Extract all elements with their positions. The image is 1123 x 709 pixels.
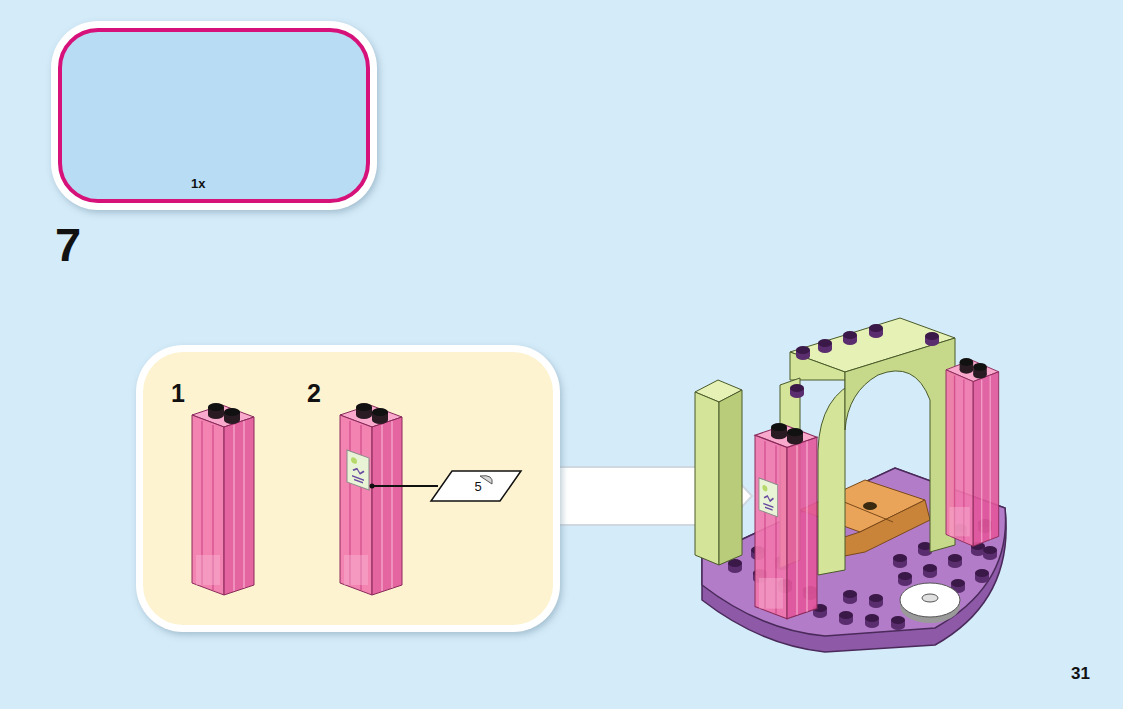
stud [843, 590, 857, 604]
stud [869, 594, 883, 608]
parts-callout: 1x [58, 28, 370, 203]
stud [891, 616, 905, 630]
part-count: 1x [191, 176, 205, 191]
sticker-number: 5 [474, 479, 481, 494]
stud [923, 564, 937, 578]
stud [983, 546, 997, 560]
step-number: 7 [55, 217, 81, 272]
stud [948, 554, 962, 568]
stud [898, 572, 912, 586]
stud [893, 554, 907, 568]
substep-number: 1 [171, 379, 185, 408]
page-number: 31 [1071, 664, 1090, 684]
stud [728, 559, 742, 573]
sticker-number: 5 [430, 470, 522, 502]
stud [839, 611, 853, 625]
stud [865, 614, 879, 628]
stud [975, 569, 989, 583]
substep-number: 2 [307, 379, 321, 408]
substep-panel: 1 2 5 [143, 352, 553, 625]
